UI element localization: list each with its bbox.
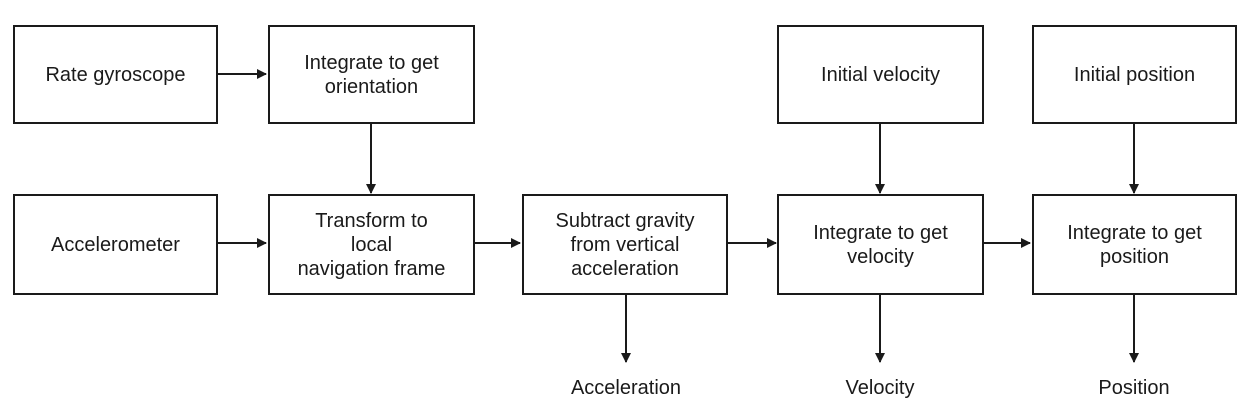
initial-velocity-box: Initial velocity: [777, 25, 984, 124]
position-output-label: Position: [1098, 377, 1170, 399]
integrate-position-box: Integrate to get position: [1032, 194, 1237, 295]
velocity-output-label: Velocity: [845, 377, 915, 399]
initial-position-label: Initial position: [1073, 63, 1196, 86]
integrate-position-label: Integrate to get position: [1067, 221, 1202, 268]
acceleration-output-label: Acceleration: [570, 377, 682, 399]
transform-frame-box: Transform to local navigation frame: [268, 194, 475, 295]
integrate-velocity-label: Integrate to get velocity: [813, 221, 948, 268]
accelerometer-box: Accelerometer: [13, 194, 218, 295]
rate-gyroscope-label: Rate gyroscope: [45, 63, 186, 86]
rate-gyroscope-box: Rate gyroscope: [13, 25, 218, 124]
integrate-velocity-box: Integrate to get velocity: [777, 194, 984, 295]
integrate-orientation-box: Integrate to get orientation: [268, 25, 475, 124]
subtract-gravity-label: Subtract gravity from vertical accelerat…: [555, 209, 695, 280]
integrate-orientation-label: Integrate to get orientation: [304, 51, 439, 98]
transform-frame-label: Transform to local navigation frame: [297, 209, 446, 280]
accelerometer-label: Accelerometer: [51, 233, 180, 256]
initial-position-box: Initial position: [1032, 25, 1237, 124]
subtract-gravity-box: Subtract gravity from vertical accelerat…: [522, 194, 728, 295]
initial-velocity-label: Initial velocity: [821, 63, 940, 86]
